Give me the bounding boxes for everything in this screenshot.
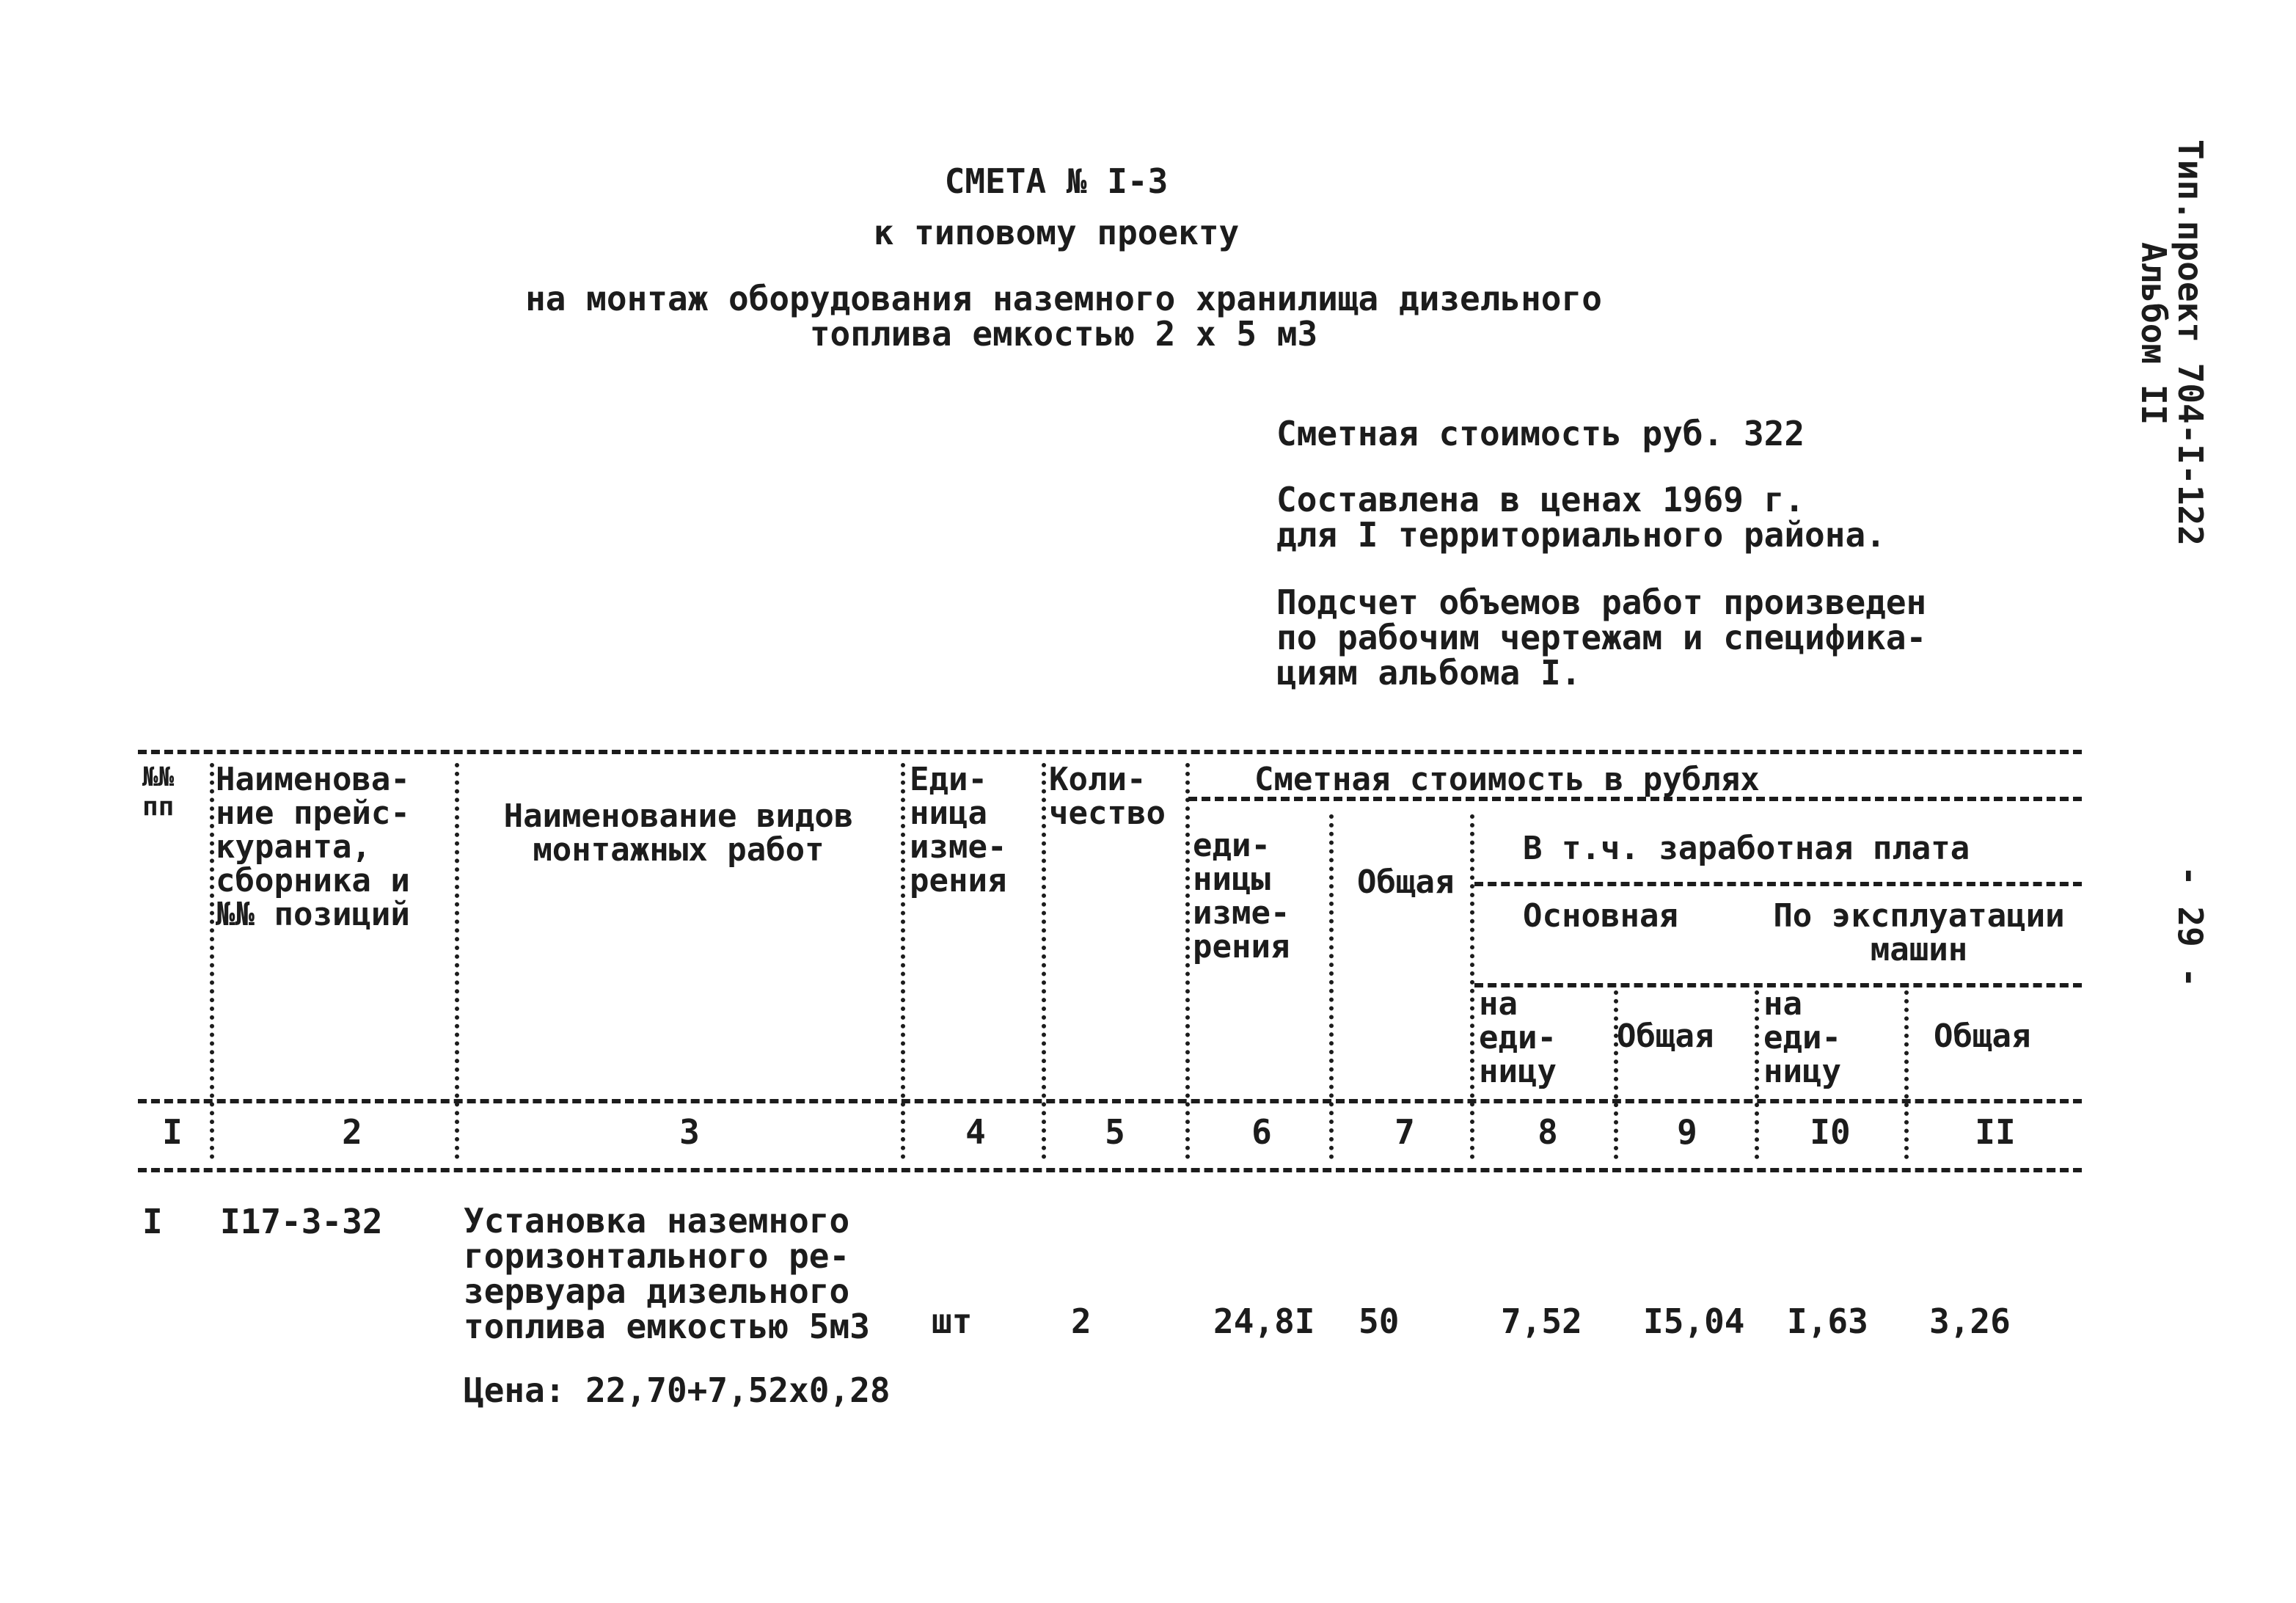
- wage-subgroup-rule: [1474, 983, 2082, 987]
- document-description-line2: топлива емкостью 2 х 5 м3: [809, 314, 1318, 354]
- header-col2: Наименова- ние прейс- куранта, сборника …: [216, 761, 410, 933]
- project-line1: Тип.проект 704-I-122: [2171, 139, 2210, 546]
- row-machine-unit: I,63: [1787, 1301, 1868, 1341]
- header-machine-group: По эксплуатации машин: [1773, 897, 2065, 968]
- project-line2: Альбом II: [2134, 242, 2173, 426]
- row-number: I: [142, 1202, 163, 1241]
- row-work-name: Установка наземного горизонтального ре- …: [464, 1201, 870, 1346]
- header-col6: еди- ницы изме- рения: [1193, 827, 1290, 965]
- header-bottom-rule: [138, 1099, 2082, 1103]
- row-basic-total: I5,04: [1643, 1301, 1745, 1341]
- col-sep-9: [1755, 990, 1759, 1159]
- col-sep-8: [1614, 990, 1618, 1159]
- row-machine-total: 3,26: [1929, 1301, 2011, 1341]
- header-col4: Еди- ница изме- рения: [910, 761, 1007, 899]
- price-note: Цена: 22,70+7,52х0,28: [464, 1370, 891, 1410]
- col-sep-6: [1329, 814, 1334, 1159]
- column-number-2: 2: [342, 1112, 362, 1152]
- column-number-8: 8: [1538, 1112, 1558, 1152]
- header-col3: Наименование видов монтажных работ: [503, 797, 854, 869]
- column-number-10: I0: [1810, 1112, 1851, 1152]
- header-col8: на еди- ницу: [1479, 985, 1557, 1090]
- cost-group-rule: [1188, 797, 2082, 801]
- document-title: СМЕТА № I-3: [944, 161, 1169, 201]
- header-col9: Общая: [1617, 1018, 1714, 1055]
- row-basic-unit: 7,52: [1501, 1301, 1582, 1341]
- table-top-rule: [138, 750, 2082, 754]
- col-sep-2: [455, 763, 459, 1159]
- col-sep-5: [1185, 763, 1190, 1159]
- col-sep-3: [901, 763, 905, 1159]
- column-number-11: II: [1975, 1112, 2016, 1152]
- row-total-cost: 50: [1359, 1301, 1400, 1341]
- calc-line1: Подсчет объемов работ произведен: [1276, 583, 1927, 622]
- column-number-6: 6: [1251, 1112, 1272, 1152]
- page-number: - 29 -: [2171, 866, 2210, 988]
- header-col11: Общая: [1934, 1018, 2031, 1055]
- header-cost-group: Сметная стоимость в рублях: [1254, 761, 1760, 798]
- estimated-cost: Сметная стоимость руб. 322: [1276, 414, 1805, 453]
- col-sep-10: [1904, 990, 1909, 1159]
- row-unit-cost: 24,8I: [1213, 1301, 1315, 1341]
- column-number-5: 5: [1105, 1112, 1125, 1152]
- column-number-3: 3: [679, 1112, 700, 1152]
- numbers-bottom-rule: [138, 1168, 2082, 1172]
- header-col10: на еди- ницу: [1763, 985, 1841, 1090]
- row-unit: шт: [932, 1301, 973, 1341]
- prices-line1: Составлена в ценах 1969 г.: [1276, 480, 1805, 519]
- column-number-9: 9: [1677, 1112, 1697, 1152]
- calc-line3: циям альбома I.: [1276, 653, 1582, 693]
- header-basic-group: Основная: [1523, 897, 1678, 935]
- column-number-4: 4: [965, 1112, 986, 1152]
- document-subtitle: к типовому проекту: [873, 213, 1240, 252]
- document-description-line1: на монтаж оборудования наземного хранили…: [525, 279, 1602, 318]
- header-wage-group: В т.ч. заработная плата: [1523, 830, 1970, 867]
- column-number-1: I: [162, 1112, 183, 1152]
- row-price-code: I17-3-32: [220, 1202, 383, 1241]
- prices-line2: для I территориального района.: [1276, 515, 1886, 555]
- col-sep-7: [1470, 814, 1474, 1159]
- header-col1: №№ пп: [142, 762, 175, 822]
- header-col5: Коли- чество: [1049, 761, 1166, 832]
- header-col7: Общая: [1357, 863, 1455, 901]
- calc-line2: по рабочим чертежам и специфика-: [1276, 618, 1927, 657]
- col-sep-1: [210, 763, 214, 1159]
- wage-group-rule: [1474, 882, 2082, 886]
- row-quantity: 2: [1071, 1301, 1092, 1341]
- col-sep-4: [1042, 763, 1046, 1159]
- column-number-7: 7: [1394, 1112, 1415, 1152]
